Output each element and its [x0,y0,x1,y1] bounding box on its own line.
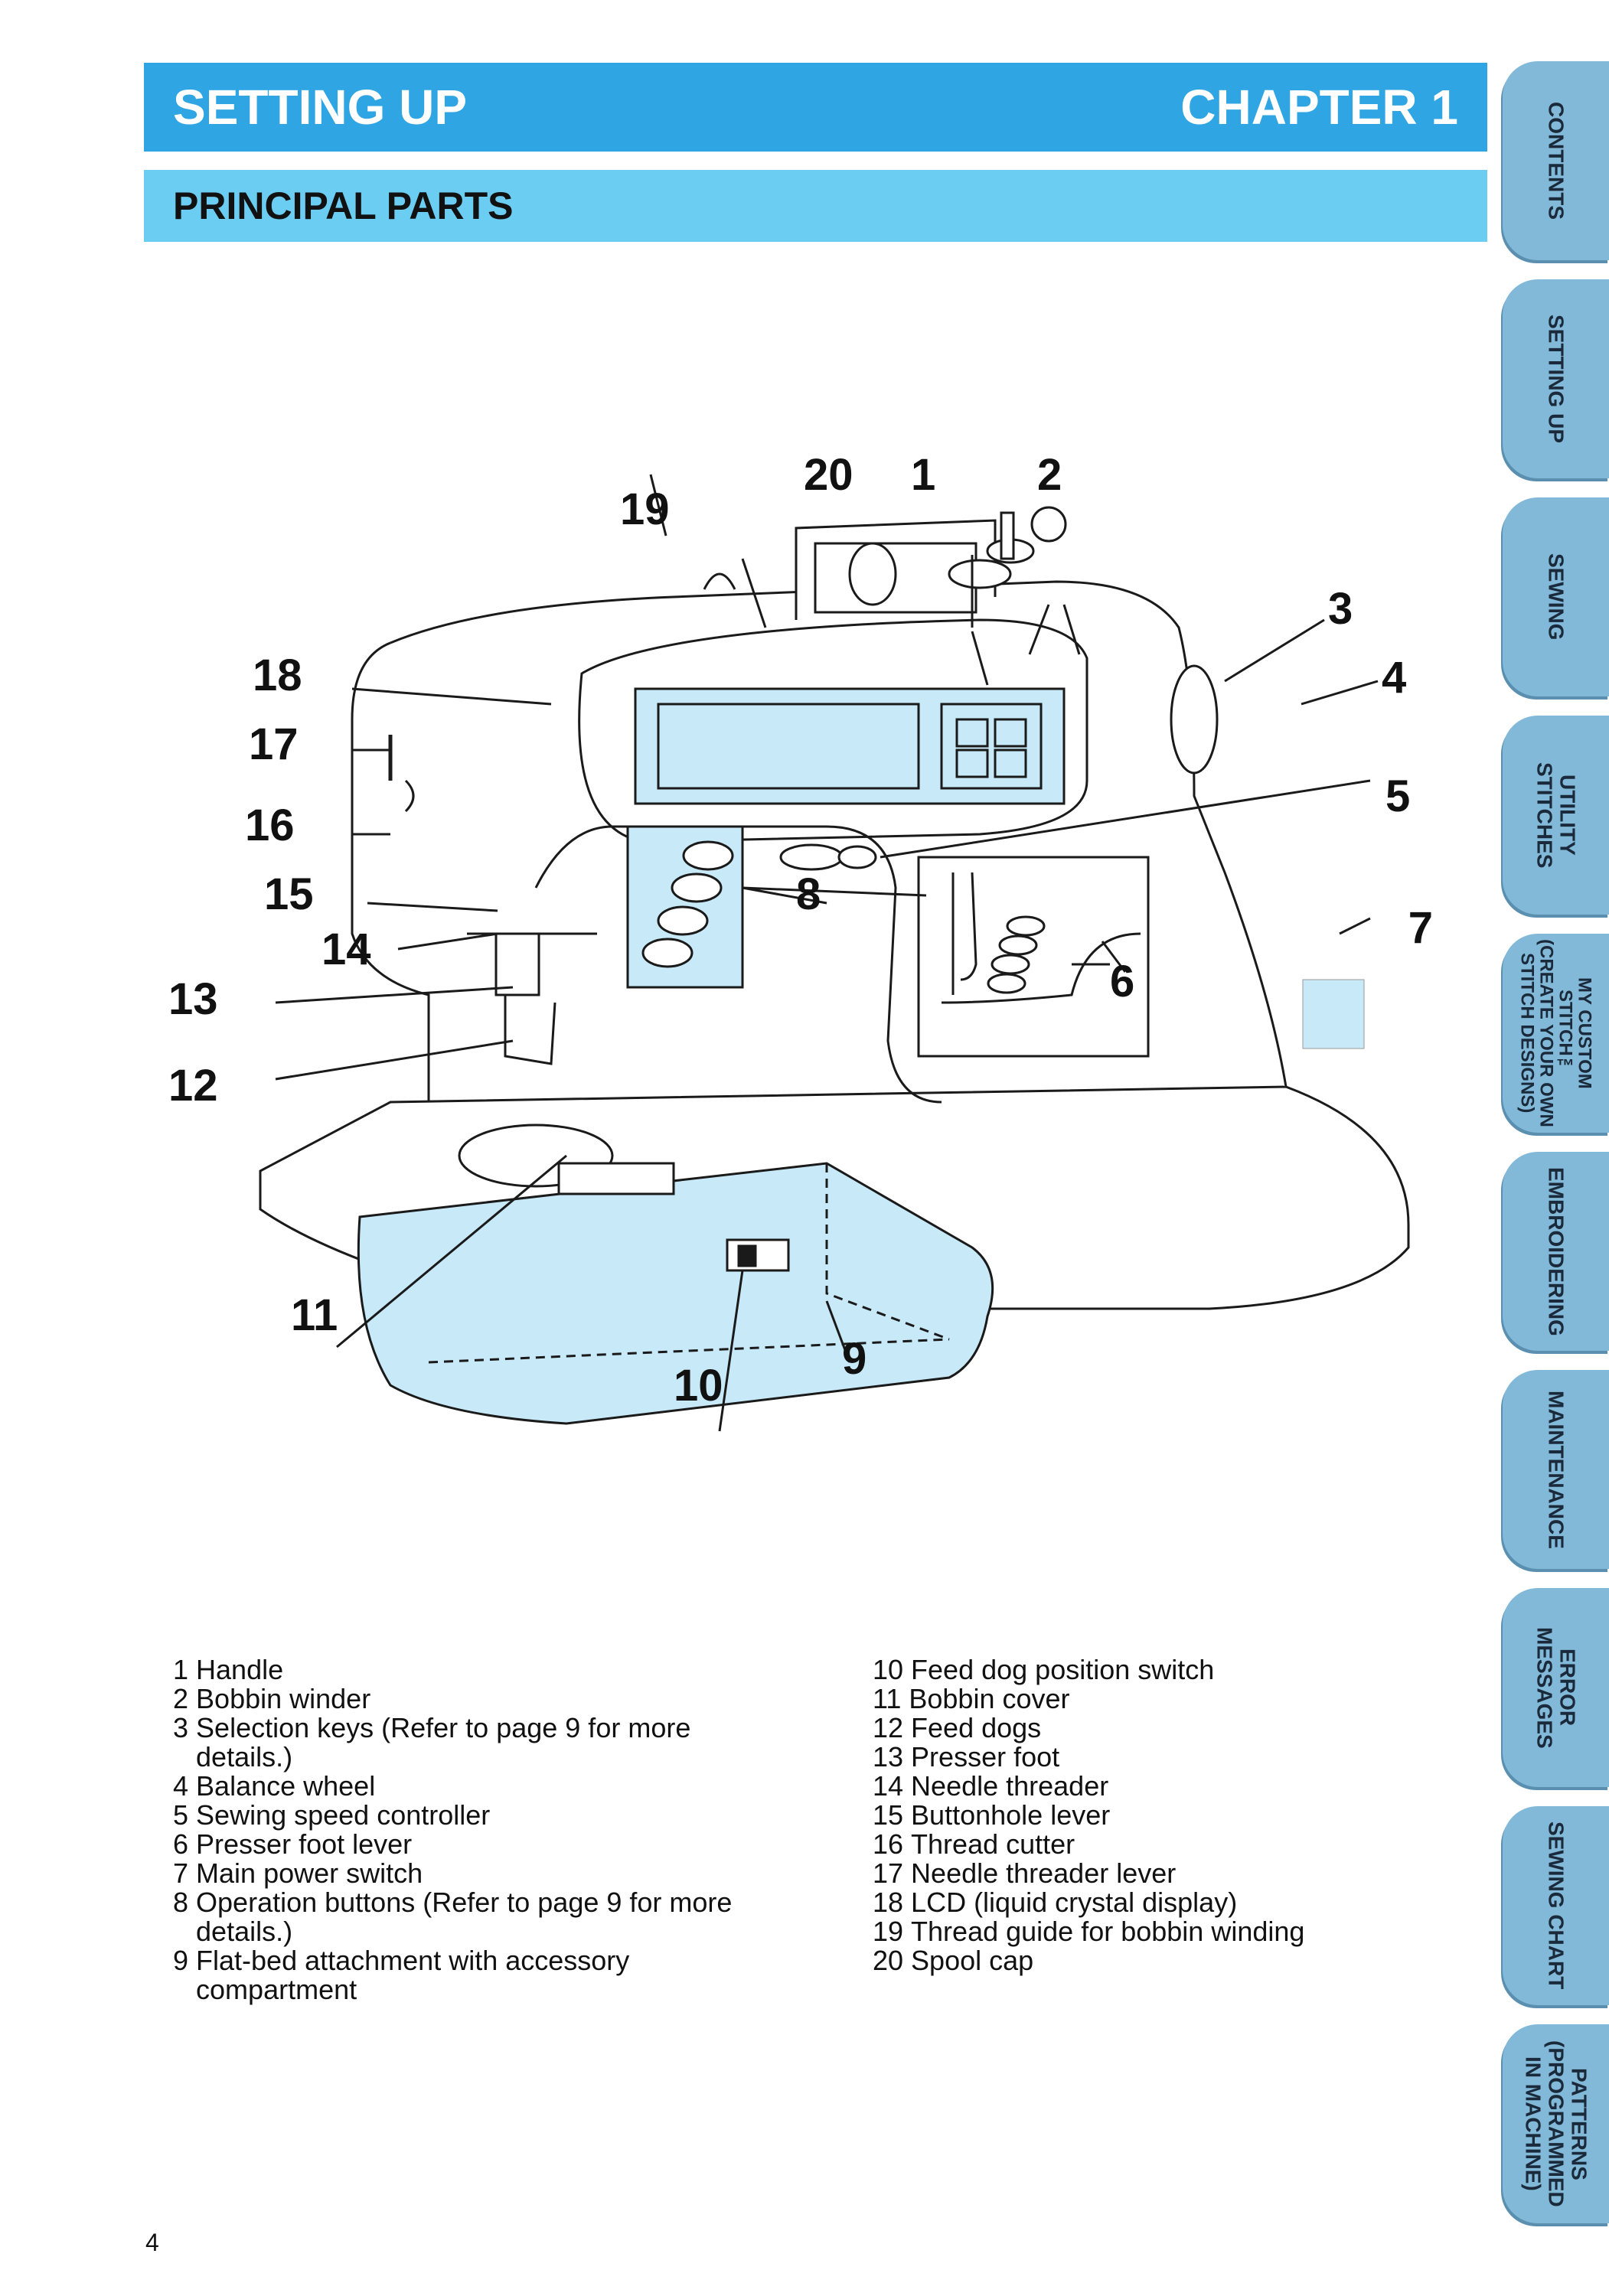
callout-17: 17 [249,719,299,769]
legend-item: 13 Presser foot [873,1741,1060,1773]
callout-4: 4 [1382,653,1406,703]
section-header: PRINCIPAL PARTS [144,170,1487,242]
callout-6: 6 [1110,957,1134,1006]
callout-12: 12 [168,1061,218,1110]
callout-15: 15 [264,869,314,919]
legend-item: 7 Main power switch [173,1857,423,1889]
tab-setting-up[interactable]: SETTING UP [1503,279,1609,478]
tab-maintenance[interactable]: MAINTENANCE [1503,1370,1609,1569]
callout-3: 3 [1328,584,1353,634]
legend-item: 1 Handle [173,1654,284,1685]
tab-sewing[interactable]: SEWING [1503,497,1609,696]
callout-7: 7 [1408,903,1433,953]
parts-legend-left: 1 Handle 2 Bobbin winder 3 Selection key… [173,1655,785,2004]
parts-legend-right: 10 Feed dog position switch 11 Bobbin co… [873,1655,1485,1975]
callout-14: 14 [321,925,371,974]
callout-1: 1 [911,450,935,500]
legend-item: 3 Selection keys (Refer to page 9 for mo… [173,1712,691,1773]
callout-18: 18 [253,651,302,700]
section-title: PRINCIPAL PARTS [173,184,514,227]
legend-item: 8 Operation buttons (Refer to page 9 for… [173,1887,733,1947]
legend-item: 2 Bobbin winder [173,1683,371,1714]
callout-20: 20 [804,450,853,500]
legend-item: 18 LCD (liquid crystal display) [873,1887,1238,1918]
callout-5: 5 [1385,771,1410,821]
callout-19: 19 [620,484,670,534]
legend-item: 6 Presser foot lever [173,1828,413,1860]
sewing-machine-diagram: 20 1 2 19 3 4 18 17 5 16 15 8 7 14 6 13 … [138,398,1433,1577]
chapter-title: SETTING UP [173,80,468,135]
tab-utility-stitches[interactable]: UTILITY STITCHES [1503,716,1609,915]
callout-9: 9 [842,1334,867,1384]
legend-item: 17 Needle threader lever [873,1857,1177,1889]
legend-item: 11 Bobbin cover [873,1683,1070,1714]
legend-item: 16 Thread cutter [873,1828,1075,1860]
sewing-machine-illustration: 20 1 2 19 3 4 18 17 5 16 15 8 7 14 6 13 … [168,450,1433,1432]
callout-8: 8 [796,869,821,919]
callout-10: 10 [674,1361,723,1411]
callout-16: 16 [245,801,295,850]
legend-item: 12 Feed dogs [873,1712,1042,1743]
tab-embroidering[interactable]: EMBROIDERING [1503,1152,1609,1351]
callout-13: 13 [168,974,218,1024]
legend-item: 19 Thread guide for bobbin winding [873,1916,1305,1947]
tab-my-custom-stitch[interactable]: MY CUSTOM STITCH™ (CREATE YOUR OWN STITC… [1503,934,1609,1133]
legend-item: 5 Sewing speed controller [173,1799,491,1831]
chapter-header: SETTING UP CHAPTER 1 [144,63,1487,152]
tab-contents[interactable]: CONTENTS [1503,61,1609,260]
tab-sewing-chart[interactable]: SEWING CHART [1503,1806,1609,2005]
power-switch-highlight [1302,979,1365,1049]
legend-item: 15 Buttonhole lever [873,1799,1111,1831]
legend-item: 20 Spool cap [873,1945,1034,1976]
legend-item: 10 Feed dog position switch [873,1654,1215,1685]
page-number: 4 [145,2229,159,2256]
legend-item: 14 Needle threader [873,1770,1109,1802]
tab-error-messages[interactable]: ERROR MESSAGES [1503,1588,1609,1787]
legend-item: 4 Balance wheel [173,1770,376,1802]
chapter-number: CHAPTER 1 [1180,80,1458,135]
callout-11: 11 [291,1290,338,1340]
tab-patterns[interactable]: PATTERNS (PROGRAMMED IN MACHINE) [1503,2024,1609,2223]
flat-bed-highlight [357,1162,994,1425]
callout-2: 2 [1037,450,1062,500]
legend-item: 9 Flat-bed attachment with accessory com… [173,1945,630,2005]
